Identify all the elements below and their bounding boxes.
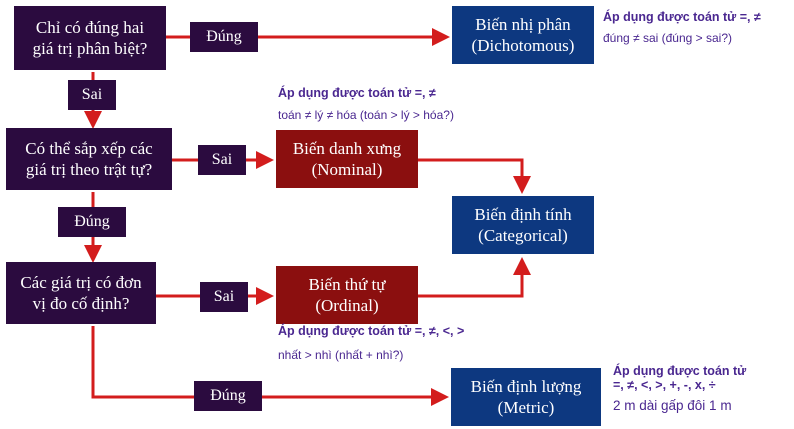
result-metric-line-1: Biến định lượng bbox=[470, 376, 582, 396]
label-no-2: Sai bbox=[198, 145, 246, 175]
label-no-1-text: Sai bbox=[81, 86, 103, 103]
question-orderable-line-2: giá trị theo trật tự? bbox=[25, 160, 153, 179]
question-two-values: Chỉ có đúng hai giá trị phân biệt? bbox=[14, 6, 166, 70]
note-metric: Áp dụng được toán tử =, ≠, <, >, +, -, x… bbox=[613, 364, 793, 413]
result-ordinal: Biến thứ tự (Ordinal) bbox=[276, 266, 418, 324]
label-no-3: Sai bbox=[200, 282, 248, 312]
label-yes-1-text: Đúng bbox=[206, 28, 242, 45]
question-orderable: Có thể sắp xếp các giá trị theo trật tự? bbox=[6, 128, 172, 190]
label-no-2-text: Sai bbox=[211, 151, 233, 168]
label-yes-2: Đúng bbox=[58, 207, 126, 237]
result-categorical-line-2: (Categorical) bbox=[478, 226, 568, 245]
note-nominal-heading: Áp dụng được toán tử =, ≠ bbox=[278, 86, 436, 100]
result-dichotomous-line-2: (Dichotomous) bbox=[471, 36, 575, 55]
result-nominal-line-2: (Nominal) bbox=[311, 160, 383, 179]
result-dichotomous-line-1: Biến nhị phân bbox=[475, 14, 571, 34]
question-fixed-unit-line-1: Các giá trị có đơn bbox=[20, 272, 142, 292]
note-ordinal-heading: Áp dụng được toán tử =, ≠, <, > bbox=[278, 324, 465, 338]
result-ordinal-line-1: Biến thứ tự bbox=[308, 274, 386, 294]
note-dichotomous-heading: Áp dụng được toán tử =, ≠ bbox=[603, 10, 761, 24]
label-yes-3: Đúng bbox=[194, 381, 262, 411]
note-dichotomous-example: đúng ≠ sai (đúng > sai?) bbox=[603, 31, 732, 45]
label-yes-1: Đúng bbox=[190, 22, 258, 52]
result-categorical: Biến định tính (Categorical) bbox=[452, 196, 594, 254]
result-dichotomous: Biến nhị phân (Dichotomous) bbox=[452, 6, 594, 64]
label-yes-3-text: Đúng bbox=[210, 387, 246, 404]
label-no-1: Sai bbox=[68, 80, 116, 110]
label-yes-2-text: Đúng bbox=[74, 213, 110, 230]
question-fixed-unit: Các giá trị có đơn vị đo cố định? bbox=[6, 262, 156, 324]
arrow-q3-to-metric bbox=[91, 326, 449, 406]
result-nominal: Biến danh xưng (Nominal) bbox=[276, 130, 418, 188]
question-two-values-line-1: Chỉ có đúng hai bbox=[35, 17, 145, 37]
note-metric-heading-2: =, ≠, <, >, +, -, x, ÷ bbox=[613, 378, 716, 392]
question-orderable-line-1: Có thể sắp xếp các bbox=[25, 138, 153, 158]
arrow-nominal-to-categorical bbox=[418, 158, 531, 194]
result-categorical-line-1: Biến định tính bbox=[474, 204, 572, 224]
note-ordinal: Áp dụng được toán tử =, ≠, <, > nhất > n… bbox=[278, 324, 518, 362]
label-no-3-text: Sai bbox=[213, 288, 235, 305]
result-metric: Biến định lượng (Metric) bbox=[451, 368, 601, 426]
note-metric-heading-1: Áp dụng được toán tử bbox=[613, 364, 747, 378]
arrow-ordinal-to-categorical bbox=[418, 257, 531, 298]
note-ordinal-example: nhất > nhì (nhất + nhì?) bbox=[278, 348, 404, 362]
note-nominal: Áp dụng được toán tử =, ≠ toán ≠ lý ≠ hó… bbox=[278, 86, 518, 122]
question-fixed-unit-line-2: vị đo cố định? bbox=[32, 294, 130, 313]
question-two-values-line-2: giá trị phân biệt? bbox=[32, 39, 148, 58]
result-metric-line-2: (Metric) bbox=[497, 398, 555, 417]
result-ordinal-line-2: (Ordinal) bbox=[315, 296, 379, 315]
note-dichotomous: Áp dụng được toán tử =, ≠ đúng ≠ sai (đú… bbox=[603, 10, 793, 45]
note-nominal-example: toán ≠ lý ≠ hóa (toán > lý > hóa?) bbox=[278, 108, 454, 122]
note-metric-example: 2 m dài gấp đôi 1 m bbox=[613, 398, 732, 413]
result-nominal-line-1: Biến danh xưng bbox=[292, 138, 402, 158]
